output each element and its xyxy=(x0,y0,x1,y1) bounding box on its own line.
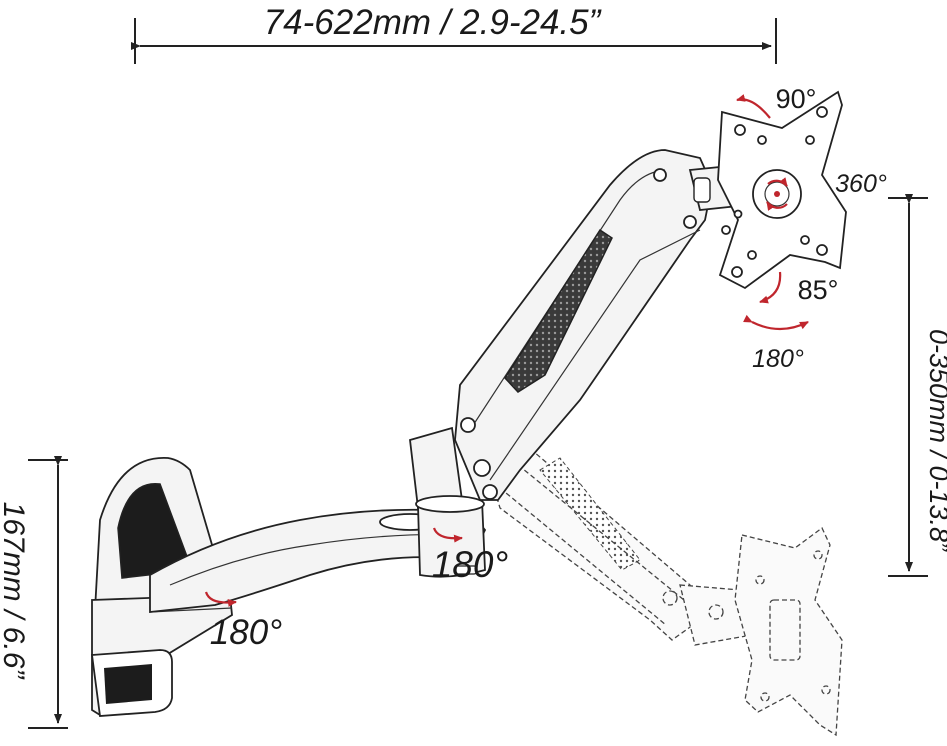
elbow-joint xyxy=(409,426,486,578)
upper-arm xyxy=(454,149,750,501)
wall-swivel-label: 180° xyxy=(210,613,282,652)
center-rotation-arrows xyxy=(766,177,788,211)
wall-plate-dimension: 167mm / 6.6” xyxy=(0,456,68,729)
rotate-indicator: 360° xyxy=(835,170,887,198)
tilt-down-label: 85° xyxy=(798,275,839,305)
elbow-swivel-label: 180° xyxy=(432,544,509,585)
lowered-arm-mesh xyxy=(539,457,641,571)
lowered-arm-outline xyxy=(487,439,753,646)
head-swivel-arrow xyxy=(743,314,809,331)
elbow-swivel-indicator: 180° xyxy=(432,527,509,585)
vertical-travel-dimension: 0-350mm / 0-13.8” xyxy=(888,194,947,577)
vertical-travel-label: 0-350mm / 0-13.8” xyxy=(924,329,947,552)
horizontal-reach-label: 74-622mm / 2.9-24.5” xyxy=(264,3,602,42)
upper-arm-mesh xyxy=(504,228,613,393)
wall-plate-cutout xyxy=(117,483,194,579)
rotate-label: 360° xyxy=(835,170,887,198)
tilt-down-arrow xyxy=(759,271,782,304)
head-swivel-label: 180° xyxy=(752,345,804,373)
wall-swivel-arrow xyxy=(204,591,237,607)
head-swivel-indicator: 180° xyxy=(743,314,809,373)
horizontal-dimension: 74-622mm / 2.9-24.5” xyxy=(131,3,777,64)
wall-plate-label: 167mm / 6.6” xyxy=(0,502,30,681)
tilt-indicator: 90° xyxy=(736,84,817,119)
tilt-label: 90° xyxy=(776,84,817,114)
vesa-plate xyxy=(717,90,847,290)
wall-swivel-indicator: 180° xyxy=(204,591,282,652)
tilt-arrow xyxy=(736,94,771,119)
tilt-down-indicator: 85° xyxy=(759,271,839,305)
lowered-vesa-plate xyxy=(734,527,843,737)
elbow-swivel-arrow xyxy=(432,527,463,543)
